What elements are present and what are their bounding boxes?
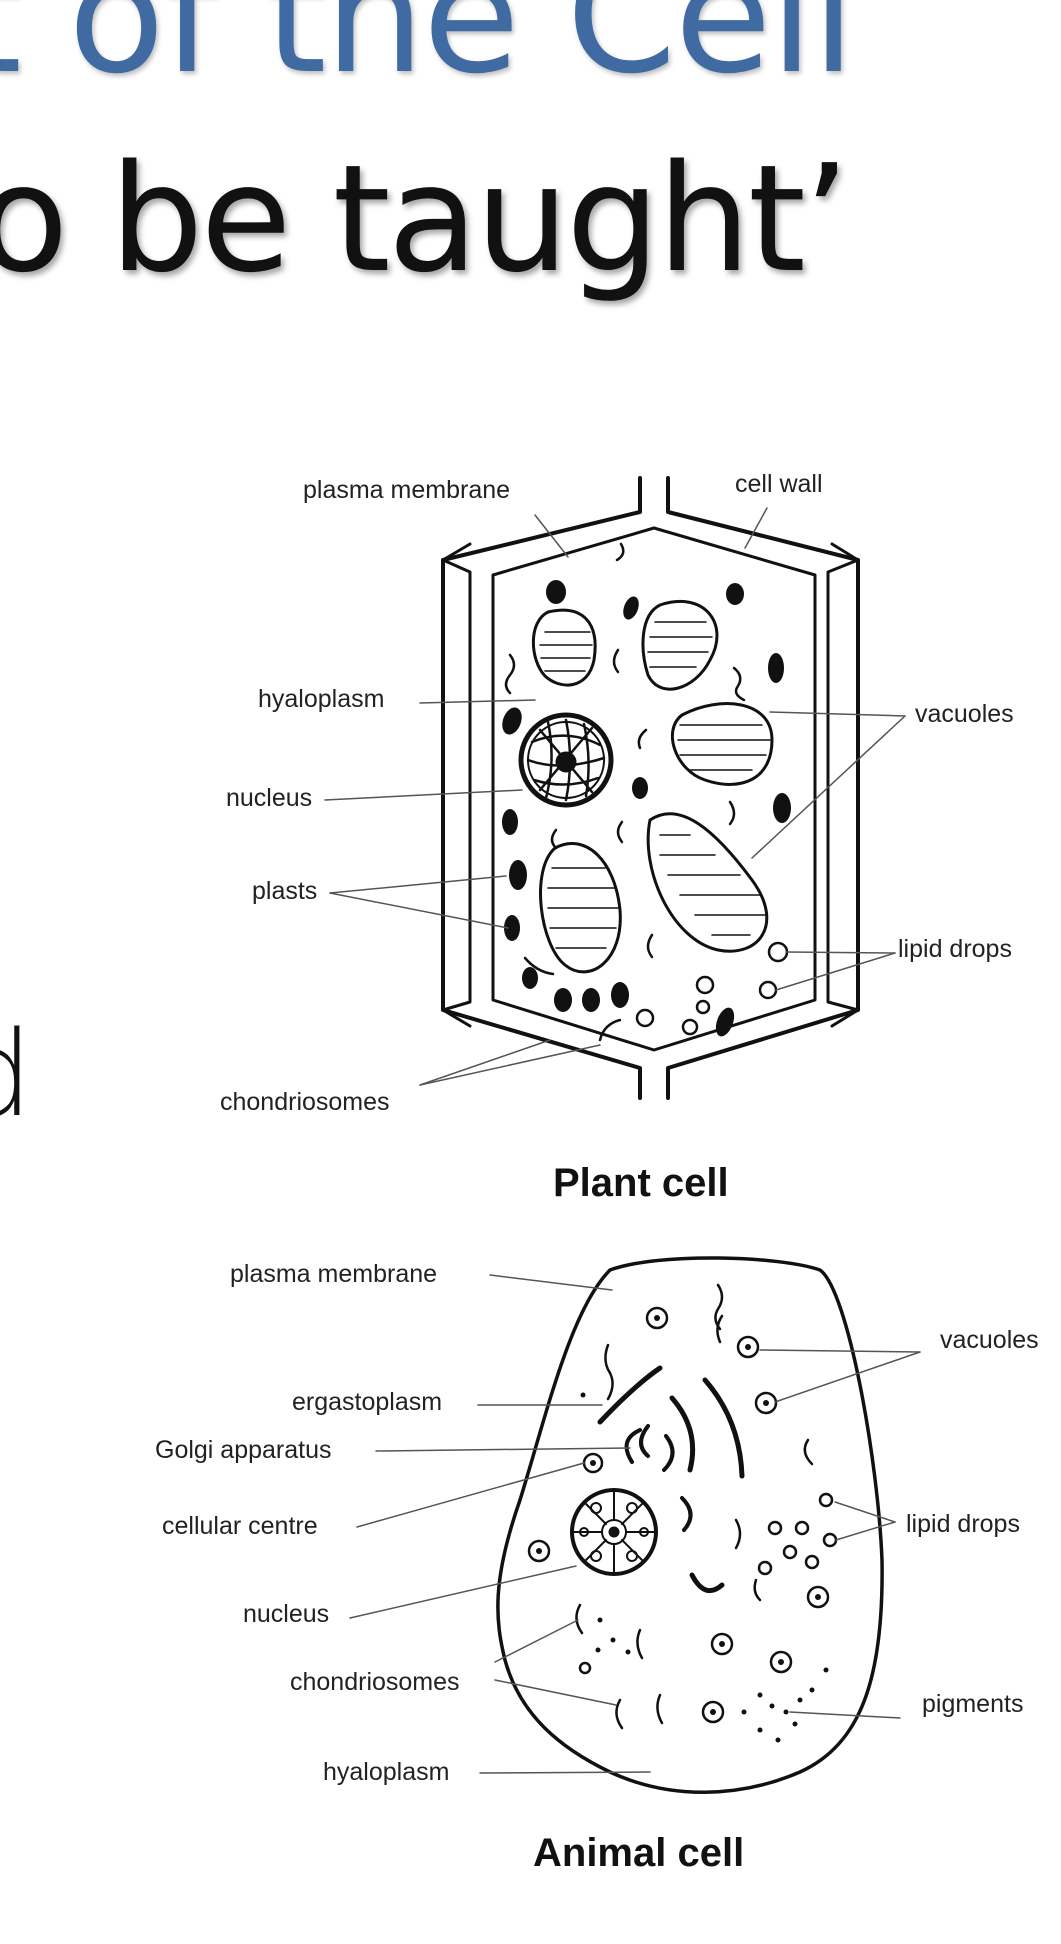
animal-label-pigments: pigments <box>922 1690 1023 1718</box>
animal-label-hyaloplasm: hyaloplasm <box>323 1758 449 1786</box>
plant-label-lipid-drops: lipid drops <box>898 935 1012 963</box>
plant-label-vacuoles: vacuoles <box>915 700 1014 728</box>
slide-text-fragment: d <box>0 1015 33 1133</box>
plant-vacuole <box>539 842 622 974</box>
plant-label-plasts: plasts <box>252 877 317 905</box>
slide-subtitle: o be taught’ <box>0 133 850 305</box>
plant-cell <box>324 476 906 1100</box>
plant-cell-wall <box>441 476 642 1100</box>
animal-label-cellular-centre: cellular centre <box>162 1512 318 1540</box>
plant-label-hyaloplasm: hyaloplasm <box>258 685 384 713</box>
animal-label-plasma-membrane: plasma membrane <box>230 1260 437 1288</box>
plant-nucleus <box>518 712 614 808</box>
plant-vacuole <box>670 702 774 786</box>
plant-label-plasma-membrane: plasma membrane <box>303 476 510 504</box>
animal-lipid-drop <box>818 1492 834 1508</box>
plant-plasma-membrane <box>491 526 817 1052</box>
animal-label-ergastoplasm: ergastoplasm <box>292 1388 442 1416</box>
animal-label-nucleus: nucleus <box>243 1600 329 1628</box>
animal-label-golgi-apparatus: Golgi apparatus <box>155 1436 332 1464</box>
animal-plasma-membrane <box>496 1256 884 1794</box>
plant-vacuole <box>646 812 769 953</box>
plant-label-chondriosomes: chondriosomes <box>220 1088 390 1116</box>
animal-cell-caption: Animal cell <box>533 1831 744 1875</box>
animal-label-vacuoles: vacuoles <box>940 1326 1039 1354</box>
plant-label-cell-wall: cell wall <box>735 470 823 498</box>
animal-ergastoplasm <box>597 1365 663 1425</box>
animal-label-chondriosomes: chondriosomes <box>290 1668 460 1696</box>
plant-cell-caption: Plant cell <box>553 1161 729 1205</box>
animal-cell <box>349 1256 921 1794</box>
animal-golgi-apparatus <box>624 1424 650 1464</box>
plant-vacuole <box>641 599 719 691</box>
plant-vacuole <box>531 608 597 687</box>
animal-label-lipid-drops: lipid drops <box>906 1510 1020 1538</box>
animal-vacuole <box>645 1306 669 1330</box>
plant-lipid-drop <box>767 941 789 963</box>
plant-label-nucleus: nucleus <box>226 784 312 812</box>
slide-title: t of the Cell <box>0 0 856 109</box>
